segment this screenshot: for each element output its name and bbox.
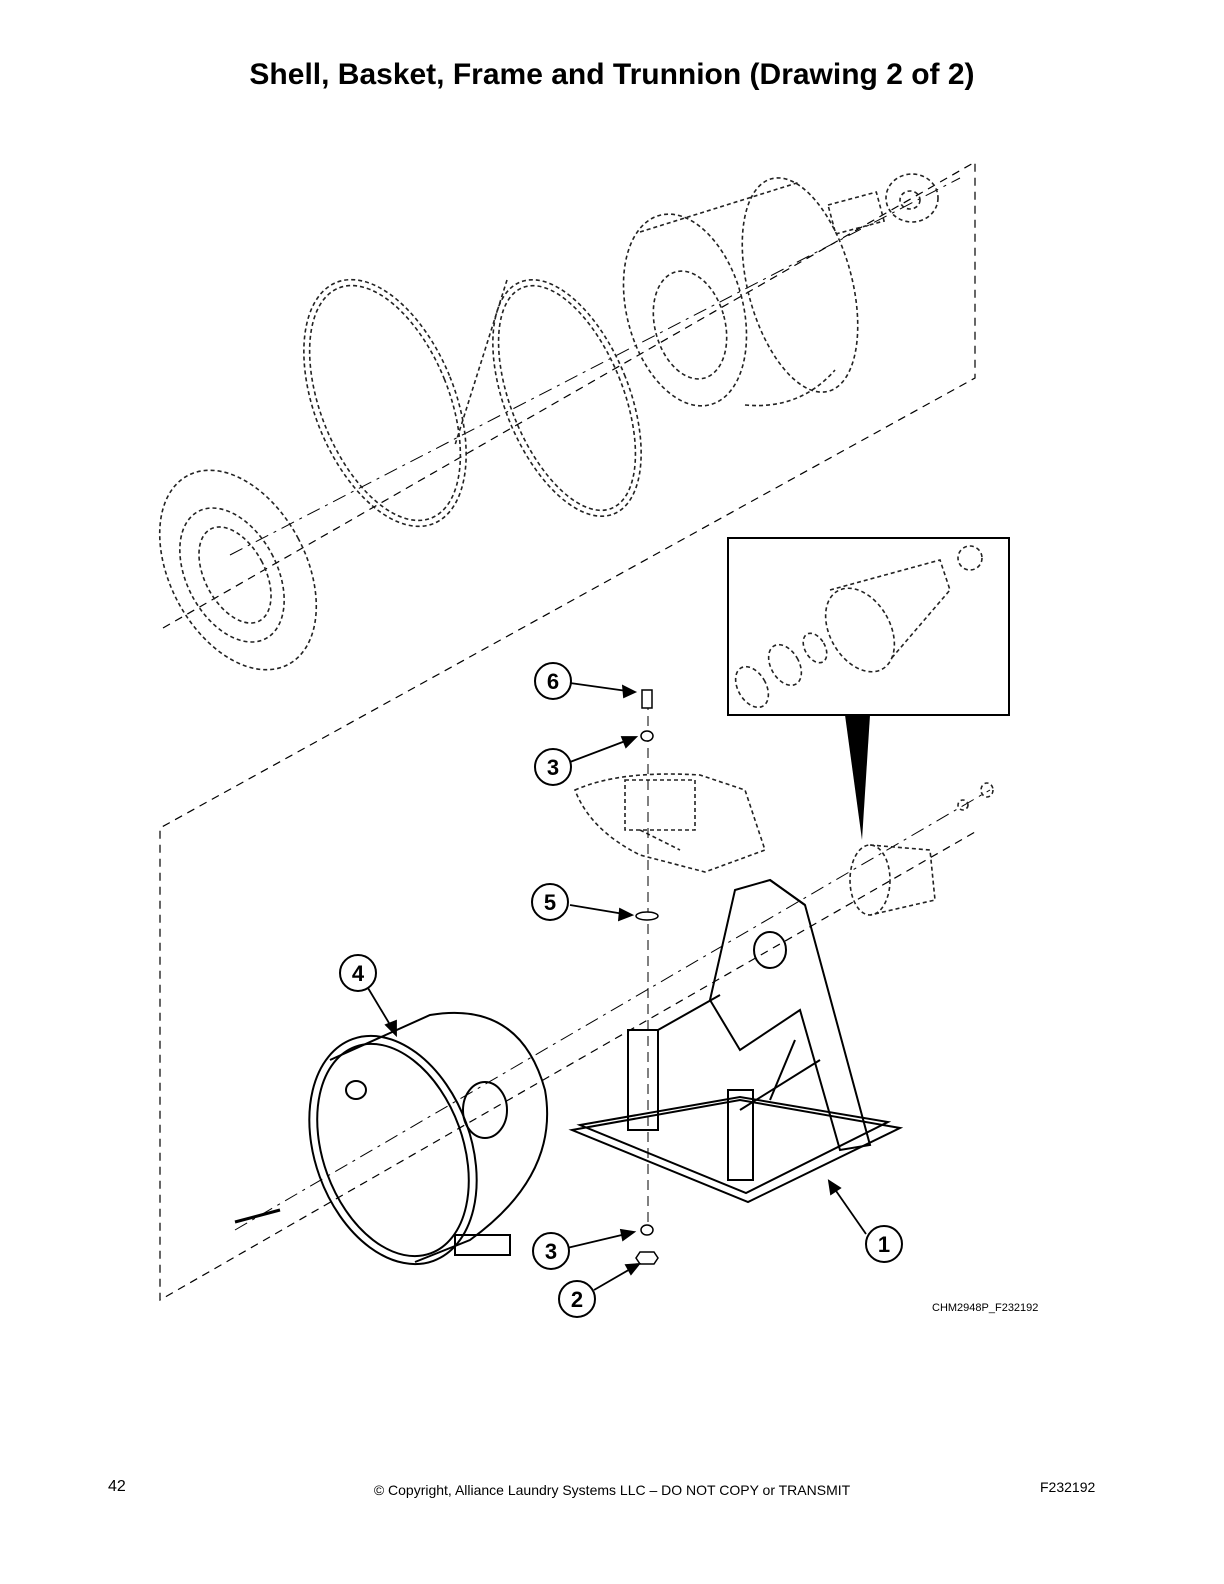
callout-label: 5 bbox=[544, 890, 556, 915]
leader-arrows bbox=[367, 682, 867, 1291]
callout-label: 6 bbox=[547, 669, 559, 694]
gasket-ring-outline bbox=[303, 278, 467, 528]
callout-1: 1 bbox=[865, 1225, 903, 1263]
center-axis-lines bbox=[229, 177, 991, 1231]
bearing-housing-outline bbox=[573, 773, 767, 873]
callout-label: 4 bbox=[352, 961, 365, 986]
copyright-notice: © Copyright, Alliance Laundry Systems LL… bbox=[373, 1482, 851, 1498]
basket-cylinder-outline bbox=[622, 173, 939, 407]
document-id: F232192 bbox=[1040, 1479, 1096, 1495]
callout-6: 6 bbox=[534, 662, 572, 700]
clamp-ring-outline bbox=[492, 278, 642, 518]
callout-4: 4 bbox=[339, 954, 377, 992]
page-title: Shell, Basket, Frame and Trunnion (Drawi… bbox=[249, 58, 975, 91]
fastener-stack-drawing bbox=[635, 689, 659, 1265]
callout-5: 5 bbox=[531, 883, 569, 921]
shaft-parts-outline bbox=[849, 782, 994, 916]
page-number: 42 bbox=[108, 1478, 126, 1495]
inset-detail bbox=[727, 537, 1010, 840]
callout-label: 3 bbox=[547, 755, 559, 780]
front-shell-drawing bbox=[234, 1011, 549, 1266]
front-panel-outline bbox=[158, 469, 318, 671]
callout-label: 3 bbox=[545, 1239, 557, 1264]
callout-3-lower: 3 bbox=[532, 1232, 570, 1270]
callout-2: 2 bbox=[558, 1280, 596, 1318]
assembly-outline bbox=[159, 160, 976, 1302]
frame-drawing bbox=[568, 878, 904, 1204]
clamp-bolt-outline bbox=[454, 279, 508, 446]
callout-3-upper: 3 bbox=[534, 748, 572, 786]
callout-label: 1 bbox=[878, 1232, 890, 1257]
drawing-reference-code: CHM2948P_F232192 bbox=[932, 1302, 1039, 1314]
callout-label: 2 bbox=[571, 1287, 583, 1312]
upper-hidden-parts bbox=[158, 173, 994, 916]
